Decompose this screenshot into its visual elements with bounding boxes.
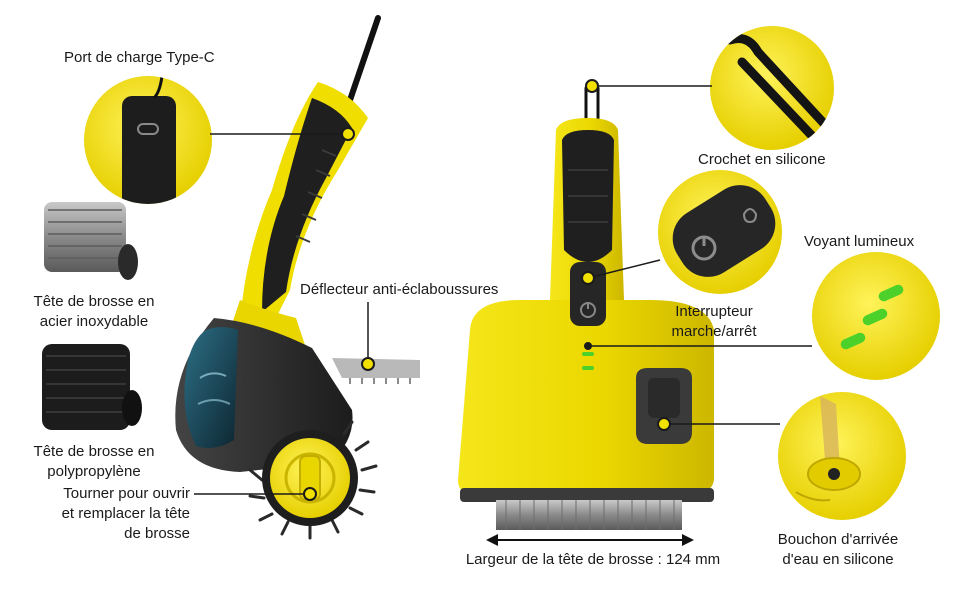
pp-brush-label-line1: Tête de brosse en — [33, 443, 155, 460]
water-plug-label: Bouchon d'arrivée d'eau en silicone — [756, 530, 920, 570]
rotate-open-label-line3: de brosse — [124, 525, 190, 542]
dimension-arrow-icon — [486, 534, 694, 546]
indicator-light-label: Voyant lumineux — [804, 233, 915, 250]
rotate-open-label-line1: Tourner pour ouvrir — [63, 485, 190, 502]
water-drop-icon — [778, 392, 906, 520]
steel-brush-label-line1: Tête de brosse en — [33, 293, 155, 310]
splash-deflector-label: Déflecteur anti-éclaboussures — [300, 281, 499, 298]
callout-lines — [194, 85, 812, 495]
power-icon — [658, 170, 782, 294]
power-switch-label-line1: Interrupteur — [675, 303, 753, 320]
pp-brush-label-line2: polypropylène — [47, 463, 141, 480]
front-view-cleaner — [458, 81, 714, 530]
power-switch-label-line2: marche/arrêt — [671, 323, 757, 340]
callout-dots — [303, 79, 671, 501]
rotate-open-label-line2: et remplacer la tête — [61, 505, 190, 522]
silicone-hook-label: Crochet en silicone — [698, 151, 826, 168]
steel-brush-head-image — [44, 202, 138, 280]
water-plug-label-line2: d'eau en silicone — [782, 551, 894, 568]
polypropylene-brush-head-image — [42, 344, 142, 430]
brush-width-label: Largeur de la tête de brosse : 124 mm — [465, 551, 721, 568]
pp-brush-label: Tête de brosse en polypropylène — [18, 442, 170, 482]
charging-port-label: Port de charge Type-C — [64, 49, 215, 66]
rotate-open-label: Tourner pour ouvrir et remplacer la tête… — [18, 484, 190, 544]
silicone-hook-icon — [710, 26, 834, 150]
side-view-cleaner — [175, 15, 420, 540]
led-indicator-icon — [812, 252, 940, 380]
power-switch-label: Interrupteur marche/arrêt — [634, 302, 794, 342]
steel-brush-label: Tête de brosse en acier inoxydable — [18, 292, 170, 332]
water-plug-label-line1: Bouchon d'arrivée — [777, 531, 899, 548]
usb-c-port-icon — [84, 76, 212, 204]
steel-brush-label-line2: acier inoxydable — [39, 313, 149, 330]
